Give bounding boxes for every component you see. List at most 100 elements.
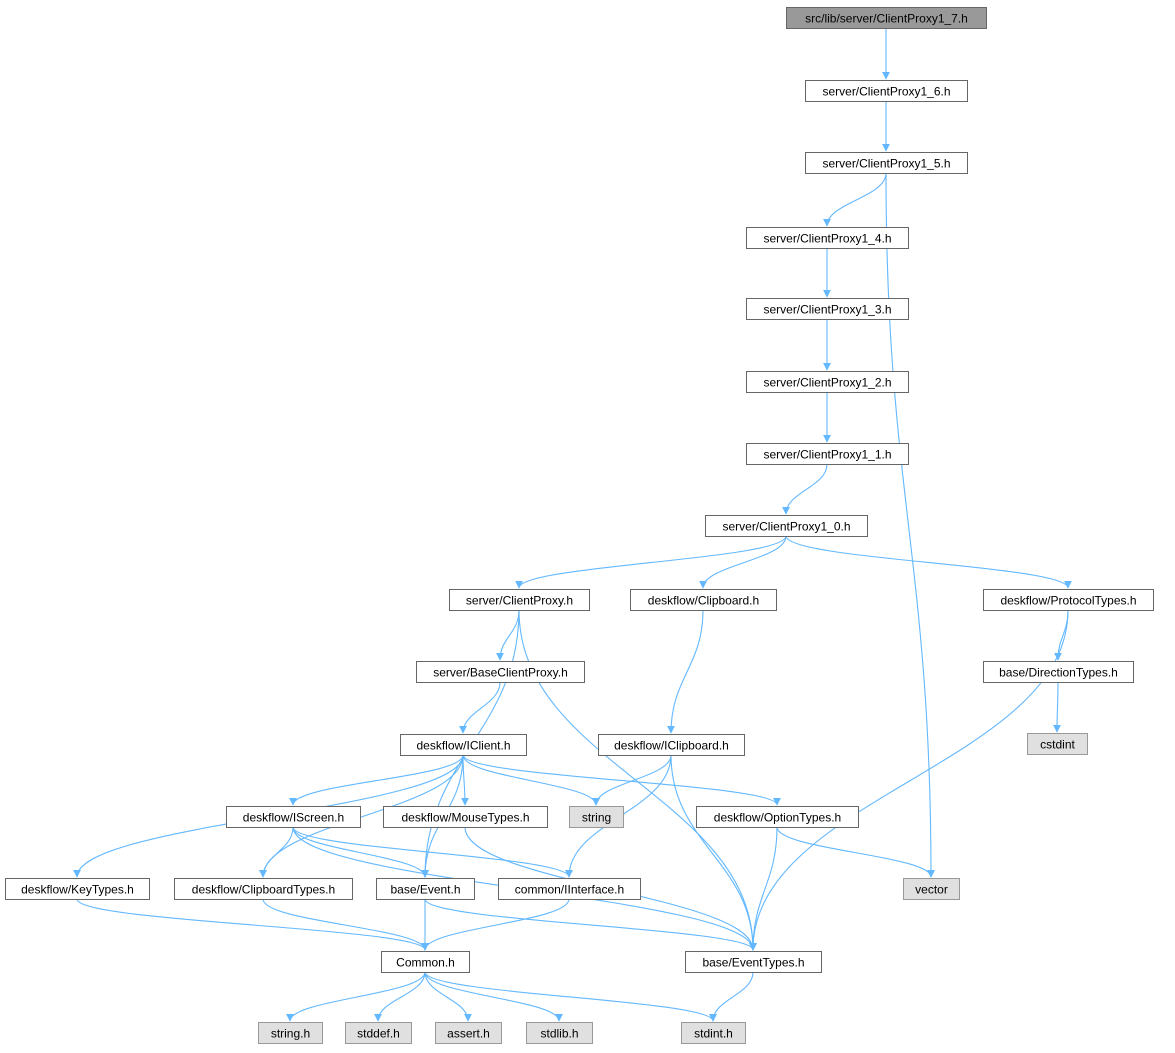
node-label: server/ClientProxy1_0.h: [722, 520, 850, 534]
node-key[interactable]: deskflow/KeyTypes.h: [5, 878, 150, 900]
node-box: [598, 734, 745, 756]
edge-cp15-to-vector: [885, 172, 935, 878]
node-box: [569, 806, 624, 828]
edge-common-to-assert: [424, 971, 472, 1022]
node-clip[interactable]: deskflow/Clipboard.h: [630, 589, 777, 611]
edge-iinterface-to-common: [421, 898, 570, 951]
node-box: [805, 80, 968, 102]
node-box: [383, 806, 548, 828]
node-label: src/lib/server/ClientProxy1_7.h: [805, 12, 968, 26]
node-label: vector: [915, 883, 948, 897]
edge-event-to-evtypes: [424, 898, 757, 951]
node-box: [435, 1022, 502, 1044]
node-dir[interactable]: base/DirectionTypes.h: [983, 661, 1134, 683]
node-label: deskflow/OptionTypes.h: [714, 811, 841, 825]
node-box: [400, 734, 527, 756]
edge-cp-to-bcp: [496, 609, 520, 661]
node-stddef: stddef.h: [345, 1022, 412, 1044]
node-string: string: [569, 806, 624, 828]
node-evtypes[interactable]: base/EventTypes.h: [685, 951, 822, 973]
node-label: string: [582, 811, 611, 825]
node-root[interactable]: src/lib/server/ClientProxy1_7.h: [786, 7, 987, 29]
node-common[interactable]: Common.h: [381, 951, 470, 973]
node-label: common/IInterface.h: [515, 883, 624, 897]
edge-iscreen-to-event: [292, 826, 429, 878]
node-box: [681, 1022, 746, 1044]
node-stdlib: stdlib.h: [526, 1022, 593, 1044]
node-label: deskflow/KeyTypes.h: [21, 883, 134, 897]
node-cliptypes[interactable]: deskflow/ClipboardTypes.h: [174, 878, 353, 900]
node-label: cstdint: [1040, 738, 1075, 752]
edge-cp15-to-cp14: [823, 172, 887, 227]
node-label: server/ClientProxy1_6.h: [822, 85, 950, 99]
node-box: [381, 951, 470, 973]
edge-dir-to-cstdint: [1053, 681, 1062, 733]
edge-iclip-to-string: [592, 754, 672, 806]
node-box: [1027, 733, 1088, 755]
edge-common-to-stdlib: [424, 971, 563, 1022]
edge-iclient-to-string: [462, 754, 600, 806]
edge-cp10-to-clip: [699, 535, 787, 589]
node-label: server/ClientProxy1_5.h: [822, 157, 950, 171]
node-bcp[interactable]: server/BaseClientProxy.h: [416, 661, 585, 683]
node-label: server/ClientProxy.h: [466, 594, 573, 608]
edge-clip-to-iclip: [667, 609, 704, 734]
node-box: [376, 878, 475, 900]
node-iclip[interactable]: deskflow/IClipboard.h: [598, 734, 745, 756]
node-box: [345, 1022, 412, 1044]
node-box: [746, 298, 909, 320]
node-cp13[interactable]: server/ClientProxy1_3.h: [746, 298, 909, 320]
node-label: stddef.h: [357, 1027, 400, 1041]
node-box: [786, 7, 987, 29]
edge-iscreen-to-iinterface: [292, 826, 573, 878]
edge-common-to-stdint: [424, 971, 717, 1022]
node-box: [983, 589, 1154, 611]
edge-cp10-to-proto: [785, 535, 1072, 589]
node-box: [449, 589, 590, 611]
node-label: stdint.h: [694, 1027, 733, 1041]
node-iscreen[interactable]: deskflow/IScreen.h: [226, 806, 361, 828]
node-label: string.h: [271, 1027, 310, 1041]
node-iinterface[interactable]: common/IInterface.h: [498, 878, 641, 900]
node-iclient[interactable]: deskflow/IClient.h: [400, 734, 527, 756]
node-layer: src/lib/server/ClientProxy1_7.h server/Cl…: [5, 7, 1154, 1044]
node-box: [174, 878, 353, 900]
node-cp10[interactable]: server/ClientProxy1_0.h: [705, 515, 868, 537]
node-opt[interactable]: deskflow/OptionTypes.h: [696, 806, 859, 828]
node-cp16[interactable]: server/ClientProxy1_6.h: [805, 80, 968, 102]
node-mouse[interactable]: deskflow/MouseTypes.h: [383, 806, 548, 828]
node-label: deskflow/ProtocolTypes.h: [1000, 594, 1136, 608]
node-box: [5, 878, 150, 900]
node-cp[interactable]: server/ClientProxy.h: [449, 589, 590, 611]
edge-iclient-to-opt: [462, 754, 781, 806]
node-box: [746, 371, 909, 393]
node-vector: vector: [903, 878, 960, 900]
node-cp11[interactable]: server/ClientProxy1_1.h: [746, 443, 909, 465]
edge-cp10-to-cp: [515, 535, 787, 589]
node-label: base/Event.h: [390, 883, 460, 897]
node-box: [696, 806, 859, 828]
node-proto[interactable]: deskflow/ProtocolTypes.h: [983, 589, 1154, 611]
node-box: [630, 589, 777, 611]
node-label: Common.h: [396, 956, 455, 970]
node-cp14[interactable]: server/ClientProxy1_4.h: [746, 227, 909, 249]
node-box: [746, 443, 909, 465]
node-event[interactable]: base/Event.h: [376, 878, 475, 900]
node-box: [983, 661, 1134, 683]
node-box: [498, 878, 641, 900]
edge-common-to-stringh: [286, 971, 426, 1022]
edge-cp11-to-cp10: [782, 463, 828, 515]
node-cp15[interactable]: server/ClientProxy1_5.h: [805, 152, 968, 174]
node-box: [226, 806, 361, 828]
node-label: server/ClientProxy1_4.h: [763, 232, 891, 246]
edge-opt-to-vector: [776, 826, 935, 878]
node-stdint: stdint.h: [681, 1022, 746, 1044]
node-label: server/ClientProxy1_1.h: [763, 448, 891, 462]
node-box: [258, 1022, 323, 1044]
node-box: [685, 951, 822, 973]
node-label: deskflow/MouseTypes.h: [401, 811, 529, 825]
node-label: base/DirectionTypes.h: [999, 666, 1118, 680]
node-cp12[interactable]: server/ClientProxy1_2.h: [746, 371, 909, 393]
edge-iclient-to-iscreen: [289, 754, 464, 806]
edge-bcp-to-iclient: [459, 681, 501, 734]
